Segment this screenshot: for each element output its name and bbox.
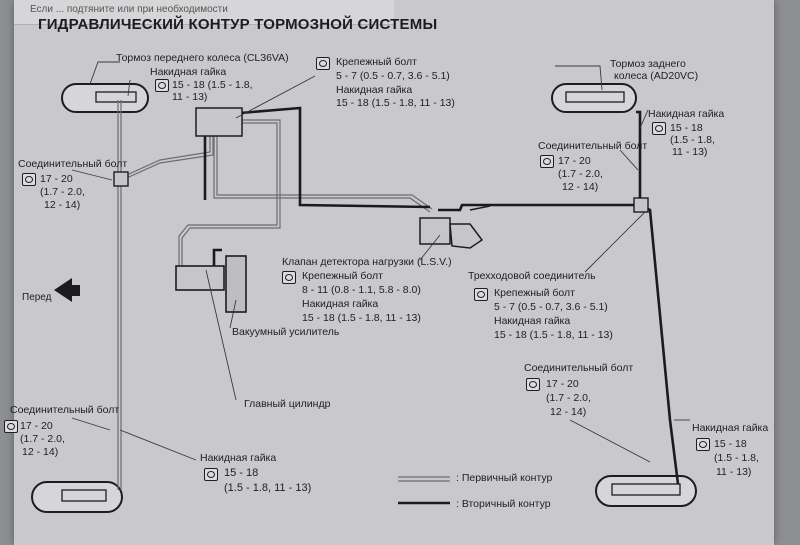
conn-bolt-lb-value-2: (1.7 - 2.0, bbox=[20, 433, 65, 445]
primary-circuit bbox=[117, 100, 433, 490]
mount-bolt-top-value: 5 - 7 (0.5 - 0.7, 3.6 - 5.1) bbox=[336, 70, 450, 82]
tee-bolt-value: 5 - 7 (0.5 - 0.7, 3.6 - 5.1) bbox=[494, 301, 608, 313]
front-nut-value-2: 11 - 13) bbox=[172, 91, 208, 103]
conn-bolt-right-value-2: (1.7 - 2.0, bbox=[558, 168, 603, 180]
conn-bolt-left-value-1: 17 - 20 bbox=[40, 173, 73, 185]
torque-icon bbox=[204, 468, 218, 481]
label-forward: Перед bbox=[22, 292, 52, 303]
left-connector bbox=[113, 171, 129, 187]
front-left-wheel-brake-bottom bbox=[31, 481, 123, 513]
torque-icon bbox=[652, 122, 666, 135]
label-lsv-nut: Накидная гайка bbox=[302, 298, 379, 310]
nut-lb-value-2: (1.5 - 1.8, 11 - 13) bbox=[224, 482, 312, 494]
torque-icon bbox=[4, 420, 18, 433]
label-conn-bolt-left: Соединительный болт bbox=[18, 158, 128, 170]
junction-block bbox=[195, 107, 243, 137]
nut-top-value: 15 - 18 (1.5 - 1.8, 11 - 13) bbox=[336, 97, 455, 109]
diagram-title: ГИДРАВЛИЧЕСКИЙ КОНТУР ТОРМОЗНОЙ СИСТЕМЫ bbox=[38, 16, 438, 33]
torque-icon bbox=[316, 57, 330, 70]
previous-text-strip: Если ... подтяните или при необходимости bbox=[14, 0, 394, 25]
rear-nut-value-1: 15 - 18 bbox=[670, 122, 703, 134]
legend-lines bbox=[398, 476, 450, 505]
torque-icon bbox=[474, 288, 488, 301]
label-vacuum-booster: Вакуумный усилитель bbox=[232, 326, 340, 338]
label-rear-brake-2: колеса (AD20VC) bbox=[614, 70, 699, 82]
tee-connector-shape bbox=[633, 197, 649, 213]
label-tee-nut: Накидная гайка bbox=[494, 315, 571, 327]
rear-wheel-brake-bottom bbox=[595, 475, 697, 507]
rear-right-wheel-brake bbox=[551, 83, 637, 113]
legend-primary: : Первичный контур bbox=[456, 472, 553, 484]
label-front-brake: Тормоз переднего колеса (CL36VA) bbox=[116, 52, 289, 64]
label-conn-bolt-right-bottom: Соединительный болт bbox=[524, 362, 634, 374]
previous-page-text: Если ... подтяните или при необходимости bbox=[30, 4, 228, 15]
torque-icon bbox=[696, 438, 710, 451]
lsv-bolt-value: 8 - 11 (0.8 - 1.1, 5.8 - 8.0) bbox=[302, 284, 421, 296]
label-conn-bolt-right: Соединительный болт bbox=[538, 140, 648, 152]
conn-bolt-rb-value-2: (1.7 - 2.0, bbox=[546, 392, 591, 404]
front-nut-value-1: 15 - 18 (1.5 - 1.8, bbox=[172, 79, 253, 91]
forward-arrow bbox=[54, 278, 80, 302]
torque-icon bbox=[526, 378, 540, 391]
torque-icon bbox=[155, 79, 169, 92]
nut-rb-value-2: (1.5 - 1.8, bbox=[714, 452, 759, 464]
label-tee: Трехходовой соединитель bbox=[468, 270, 596, 282]
label-nut-right-bottom: Накидная гайка bbox=[692, 422, 769, 434]
front-left-wheel-brake bbox=[61, 83, 149, 113]
lsv-valve-shape bbox=[419, 205, 491, 249]
conn-bolt-left-value-2: (1.7 - 2.0, bbox=[40, 186, 85, 198]
label-mount-bolt-top: Крепежный болт bbox=[336, 56, 417, 68]
label-rear-nut: Накидная гайка bbox=[648, 108, 725, 120]
rear-nut-value-2: (1.5 - 1.8, bbox=[670, 134, 715, 146]
nut-rb-value-1: 15 - 18 bbox=[714, 438, 747, 450]
conn-bolt-lb-value-1: 17 - 20 bbox=[20, 420, 53, 432]
secondary-circuit bbox=[203, 106, 680, 485]
label-nut-top: Накидная гайка bbox=[336, 84, 413, 96]
label-rear-brake-1: Тормоз заднего bbox=[610, 58, 686, 70]
conn-bolt-right-value-1: 17 - 20 bbox=[558, 155, 591, 167]
tee-nut-value: 15 - 18 (1.5 - 1.8, 11 - 13) bbox=[494, 329, 613, 341]
label-front-nut: Накидная гайка bbox=[150, 66, 227, 78]
torque-icon bbox=[22, 173, 36, 186]
torque-icon bbox=[540, 155, 554, 168]
conn-bolt-rb-value-1: 17 - 20 bbox=[546, 378, 579, 390]
rear-nut-value-3: 11 - 13) bbox=[672, 146, 708, 158]
vacuum-booster bbox=[225, 255, 247, 313]
label-lsv-bolt: Крепежный болт bbox=[302, 270, 383, 282]
conn-bolt-right-value-3: 12 - 14) bbox=[562, 181, 599, 193]
nut-lb-value-1: 15 - 18 bbox=[224, 467, 259, 479]
label-lsv: Клапан детектора нагрузки (L.S.V.) bbox=[282, 256, 452, 268]
label-master-cylinder: Главный цилиндр bbox=[244, 398, 331, 410]
label-tee-bolt: Крепежный болт bbox=[494, 287, 575, 299]
legend-secondary: : Вторичный контур bbox=[456, 498, 551, 510]
label-conn-bolt-left-bottom: Соединительный болт bbox=[10, 404, 120, 416]
conn-bolt-left-value-3: 12 - 14) bbox=[44, 199, 81, 211]
master-cylinder bbox=[175, 265, 225, 291]
lsv-nut-value: 15 - 18 (1.5 - 1.8, 11 - 13) bbox=[302, 312, 421, 324]
torque-icon bbox=[282, 271, 296, 284]
conn-bolt-lb-value-3: 12 - 14) bbox=[22, 446, 59, 458]
label-nut-left-bottom: Накидная гайка bbox=[200, 452, 277, 464]
nut-rb-value-3: 11 - 13) bbox=[716, 466, 752, 478]
conn-bolt-rb-value-3: 12 - 14) bbox=[550, 406, 587, 418]
